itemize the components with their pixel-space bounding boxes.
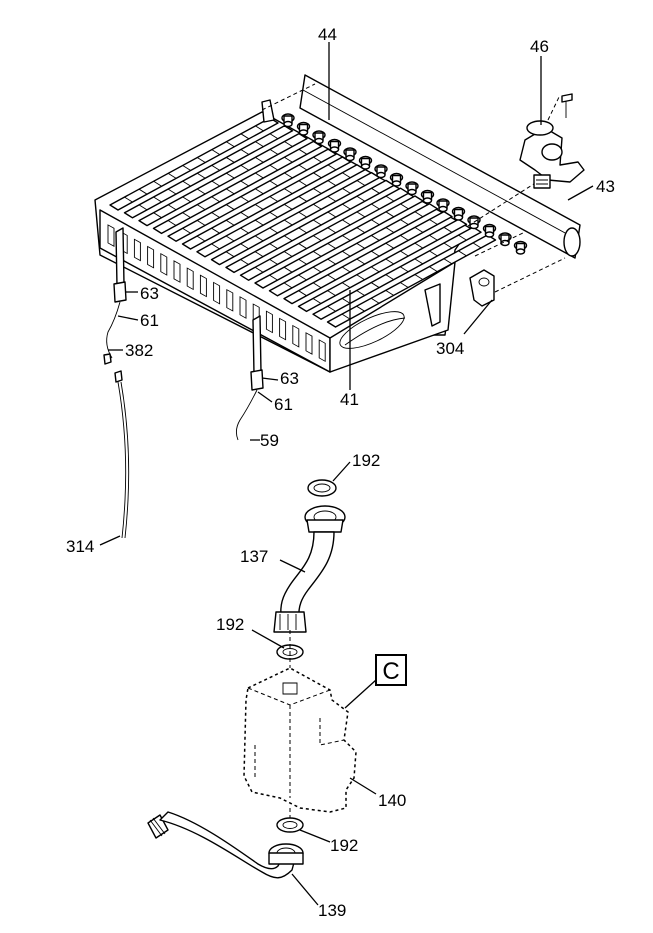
burner-blade — [297, 218, 468, 313]
burner-slot — [213, 281, 221, 305]
injector — [389, 172, 404, 187]
burner-slot — [107, 224, 115, 247]
burner-slot — [318, 339, 326, 363]
burner-blade — [181, 156, 352, 250]
callout-139: 139 — [318, 901, 346, 920]
burner-slot — [239, 296, 247, 319]
pipe-139 — [147, 811, 304, 879]
component-140-outline — [243, 630, 357, 830]
callout-382: 382 — [125, 341, 153, 360]
burner-assembly — [94, 111, 497, 373]
burner-blade — [268, 203, 439, 297]
injector — [405, 181, 419, 196]
injector — [374, 164, 388, 179]
burner-blade — [138, 132, 308, 227]
injector-row — [281, 113, 528, 255]
pipe-137 — [273, 505, 346, 633]
callout-59: 59 — [260, 431, 279, 450]
injector — [451, 206, 466, 221]
callout-44: 44 — [318, 25, 337, 44]
injector — [513, 240, 528, 255]
burner-slot — [133, 238, 141, 262]
callout-43: 43 — [596, 177, 615, 196]
burner-slot — [186, 267, 194, 291]
reference-box-letter: C — [382, 658, 399, 685]
burner-slot — [160, 252, 168, 276]
injector — [498, 232, 512, 247]
burner-slot — [279, 317, 287, 341]
reference-box-c: C — [344, 654, 407, 709]
burner-slot — [173, 260, 181, 283]
burner-slot — [292, 324, 300, 348]
burner-blade — [123, 125, 294, 219]
callout-192-middle: 192 — [216, 615, 244, 634]
injector — [327, 138, 342, 153]
callout-192-bottom: 192 — [330, 836, 358, 855]
clip-304 — [469, 269, 495, 307]
injector — [358, 155, 373, 170]
callout-314: 314 — [66, 537, 94, 556]
injector — [343, 147, 357, 162]
leader-lines — [99, 42, 594, 906]
gas-connection-fitting — [519, 93, 585, 189]
electrode-right — [235, 315, 264, 441]
callout-46: 46 — [530, 37, 549, 56]
callout-192-top: 192 — [352, 451, 380, 470]
burner-slot — [147, 245, 155, 269]
callout-304: 304 — [436, 339, 464, 358]
washer-192-top — [307, 479, 337, 497]
injector — [420, 189, 435, 204]
injector — [312, 130, 326, 145]
burner-slot — [305, 332, 313, 355]
burner-blade — [326, 234, 497, 328]
injector — [482, 223, 497, 238]
burner-blade — [312, 226, 482, 320]
callout-63-left: 63 — [140, 284, 159, 303]
burner-slot — [226, 288, 234, 312]
washer-192-bottom — [276, 817, 304, 833]
burner-blade — [196, 164, 366, 258]
callout-41: 41 — [340, 390, 359, 409]
electrode-left — [103, 227, 127, 365]
burner-blade — [283, 210, 453, 305]
burner-blade — [152, 140, 323, 235]
callout-137: 137 — [240, 547, 268, 566]
burner-blade — [167, 148, 337, 242]
burner-blade — [109, 117, 279, 211]
callout-labels: 44 46 43 63 61 382 304 63 61 41 59 314 1… — [66, 25, 615, 920]
callout-140: 140 — [378, 791, 406, 810]
injector — [296, 121, 311, 136]
callout-63-right: 63 — [280, 369, 299, 388]
injector — [281, 113, 295, 128]
callout-61-left: 61 — [140, 311, 159, 330]
burner-slot — [199, 274, 207, 298]
burner-slot — [265, 310, 273, 334]
ignition-lead-314 — [114, 370, 130, 539]
injector — [436, 198, 450, 213]
callout-61-right: 61 — [274, 395, 293, 414]
